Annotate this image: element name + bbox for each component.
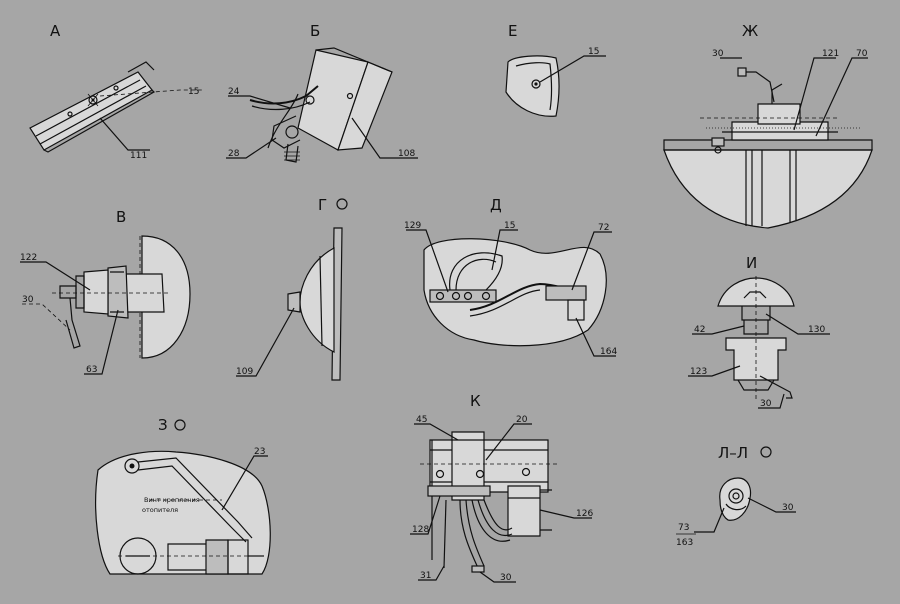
- leader-zh-70: [815, 57, 868, 137]
- view-b-title: Б: [310, 22, 320, 40]
- view-zh: Ж 30 121 70: [663, 22, 873, 229]
- leader-k-20: [485, 423, 532, 461]
- leader-k-45: [414, 423, 459, 441]
- leader-k-31: [418, 565, 445, 581]
- view-z: З Винт крепления отопителя 23: [95, 416, 271, 575]
- label-ll-30: 30: [782, 503, 794, 513]
- view-ll-arrow-icon: [760, 446, 772, 458]
- label-zh-70: 70: [856, 49, 868, 59]
- leader-v-63: [84, 309, 119, 375]
- label-d-129: 129: [404, 221, 421, 231]
- view-ll: Л–Л 30 73 163: [676, 444, 796, 548]
- label-k-30: 30: [500, 573, 512, 583]
- label-a-111: 111: [130, 151, 147, 161]
- label-v-30: 30: [22, 295, 34, 305]
- label-a-15: 15: [188, 87, 199, 97]
- label-zh-30: 30: [712, 49, 724, 59]
- leader-z-23: [221, 455, 268, 511]
- label-b-28: 28: [228, 149, 240, 159]
- leader-d-164: [575, 317, 616, 357]
- label-e-15: 15: [588, 47, 599, 57]
- leader-d-129: [406, 229, 449, 293]
- view-d-title: Д: [490, 196, 502, 214]
- view-e: Е 15: [505, 22, 606, 117]
- view-b-housing: [249, 47, 393, 163]
- label-d-15: 15: [504, 221, 515, 231]
- leader-a-111: [99, 117, 150, 151]
- label-i-42: 42: [694, 325, 705, 335]
- label-d-72: 72: [598, 223, 609, 233]
- view-e-title: Е: [508, 22, 517, 40]
- view-v-title: В: [116, 208, 126, 226]
- view-g-arrow-icon: [336, 198, 348, 210]
- leader-k-30: [479, 571, 516, 583]
- label-k-128: 128: [412, 525, 429, 535]
- label-k-45: 45: [416, 415, 427, 425]
- view-b: Б 24 28 108: [226, 22, 418, 163]
- view-z-note-line-2: отопителя: [142, 506, 178, 514]
- view-k: К 45 20 128 126 31 30: [410, 392, 593, 583]
- leader-b-108: [351, 117, 418, 159]
- view-a-lamp: [29, 61, 155, 153]
- leader-i-30: [758, 393, 785, 409]
- view-z-note-line-1: Винт крепления: [144, 496, 200, 504]
- leader-d-15: [491, 229, 518, 271]
- leader-b-24: [228, 95, 291, 109]
- label-k-31: 31: [420, 571, 431, 581]
- label-k-20: 20: [516, 415, 528, 425]
- label-b-24: 24: [228, 87, 240, 97]
- leader-i-42: [692, 325, 745, 335]
- leader-i-123: [688, 365, 741, 377]
- view-zh-title: Ж: [742, 22, 758, 40]
- label-ll-73: 73: [678, 523, 689, 533]
- label-d-164: 164: [600, 347, 617, 357]
- label-i-130: 130: [808, 325, 825, 335]
- view-v-panel: [141, 235, 191, 359]
- label-ll-163: 163: [676, 538, 693, 548]
- label-zh-121: 121: [822, 49, 839, 59]
- view-g: Г 109: [236, 196, 348, 381]
- label-i-123: 123: [690, 367, 707, 377]
- view-zh-dome: [663, 149, 873, 229]
- leader-b-28: [226, 137, 277, 159]
- leader-ll-73: [694, 507, 725, 533]
- leader-d-72: [571, 231, 612, 291]
- leader-zh-121: [793, 57, 836, 131]
- label-b-108: 108: [398, 149, 415, 159]
- label-v-63: 63: [86, 365, 97, 375]
- leader-k-126: [539, 509, 592, 519]
- label-z-23: 23: [254, 447, 265, 457]
- label-v-122: 122: [20, 253, 37, 263]
- view-d: Д 129 15 72 164: [404, 196, 617, 357]
- label-g-109: 109: [236, 367, 253, 377]
- leader-g-109: [236, 307, 295, 377]
- view-k-title: К: [470, 392, 481, 410]
- view-ll-title: Л–Л: [718, 444, 748, 462]
- view-k-bracket: [429, 439, 549, 493]
- view-a-title: А: [50, 22, 61, 40]
- view-z-arrow-icon: [174, 419, 186, 431]
- view-a: А 15 111: [29, 22, 204, 161]
- view-i: И 42 130 123 30: [688, 254, 830, 409]
- view-v: В 122 30 63: [20, 208, 191, 375]
- view-z-title: З: [158, 416, 168, 434]
- leader-a-15: [99, 89, 204, 97]
- view-g-title: Г: [318, 196, 327, 214]
- leader-ll-30: [747, 497, 796, 513]
- leader-e-15: [539, 55, 606, 83]
- leader-k-128: [410, 495, 441, 535]
- leader-v-122: [20, 261, 91, 291]
- label-i-30: 30: [760, 399, 772, 409]
- leader-i-130: [765, 313, 830, 335]
- leader-v-30: [22, 303, 71, 331]
- view-i-title: И: [746, 254, 757, 272]
- view-g-reflector: [299, 246, 335, 353]
- label-k-126: 126: [576, 509, 593, 519]
